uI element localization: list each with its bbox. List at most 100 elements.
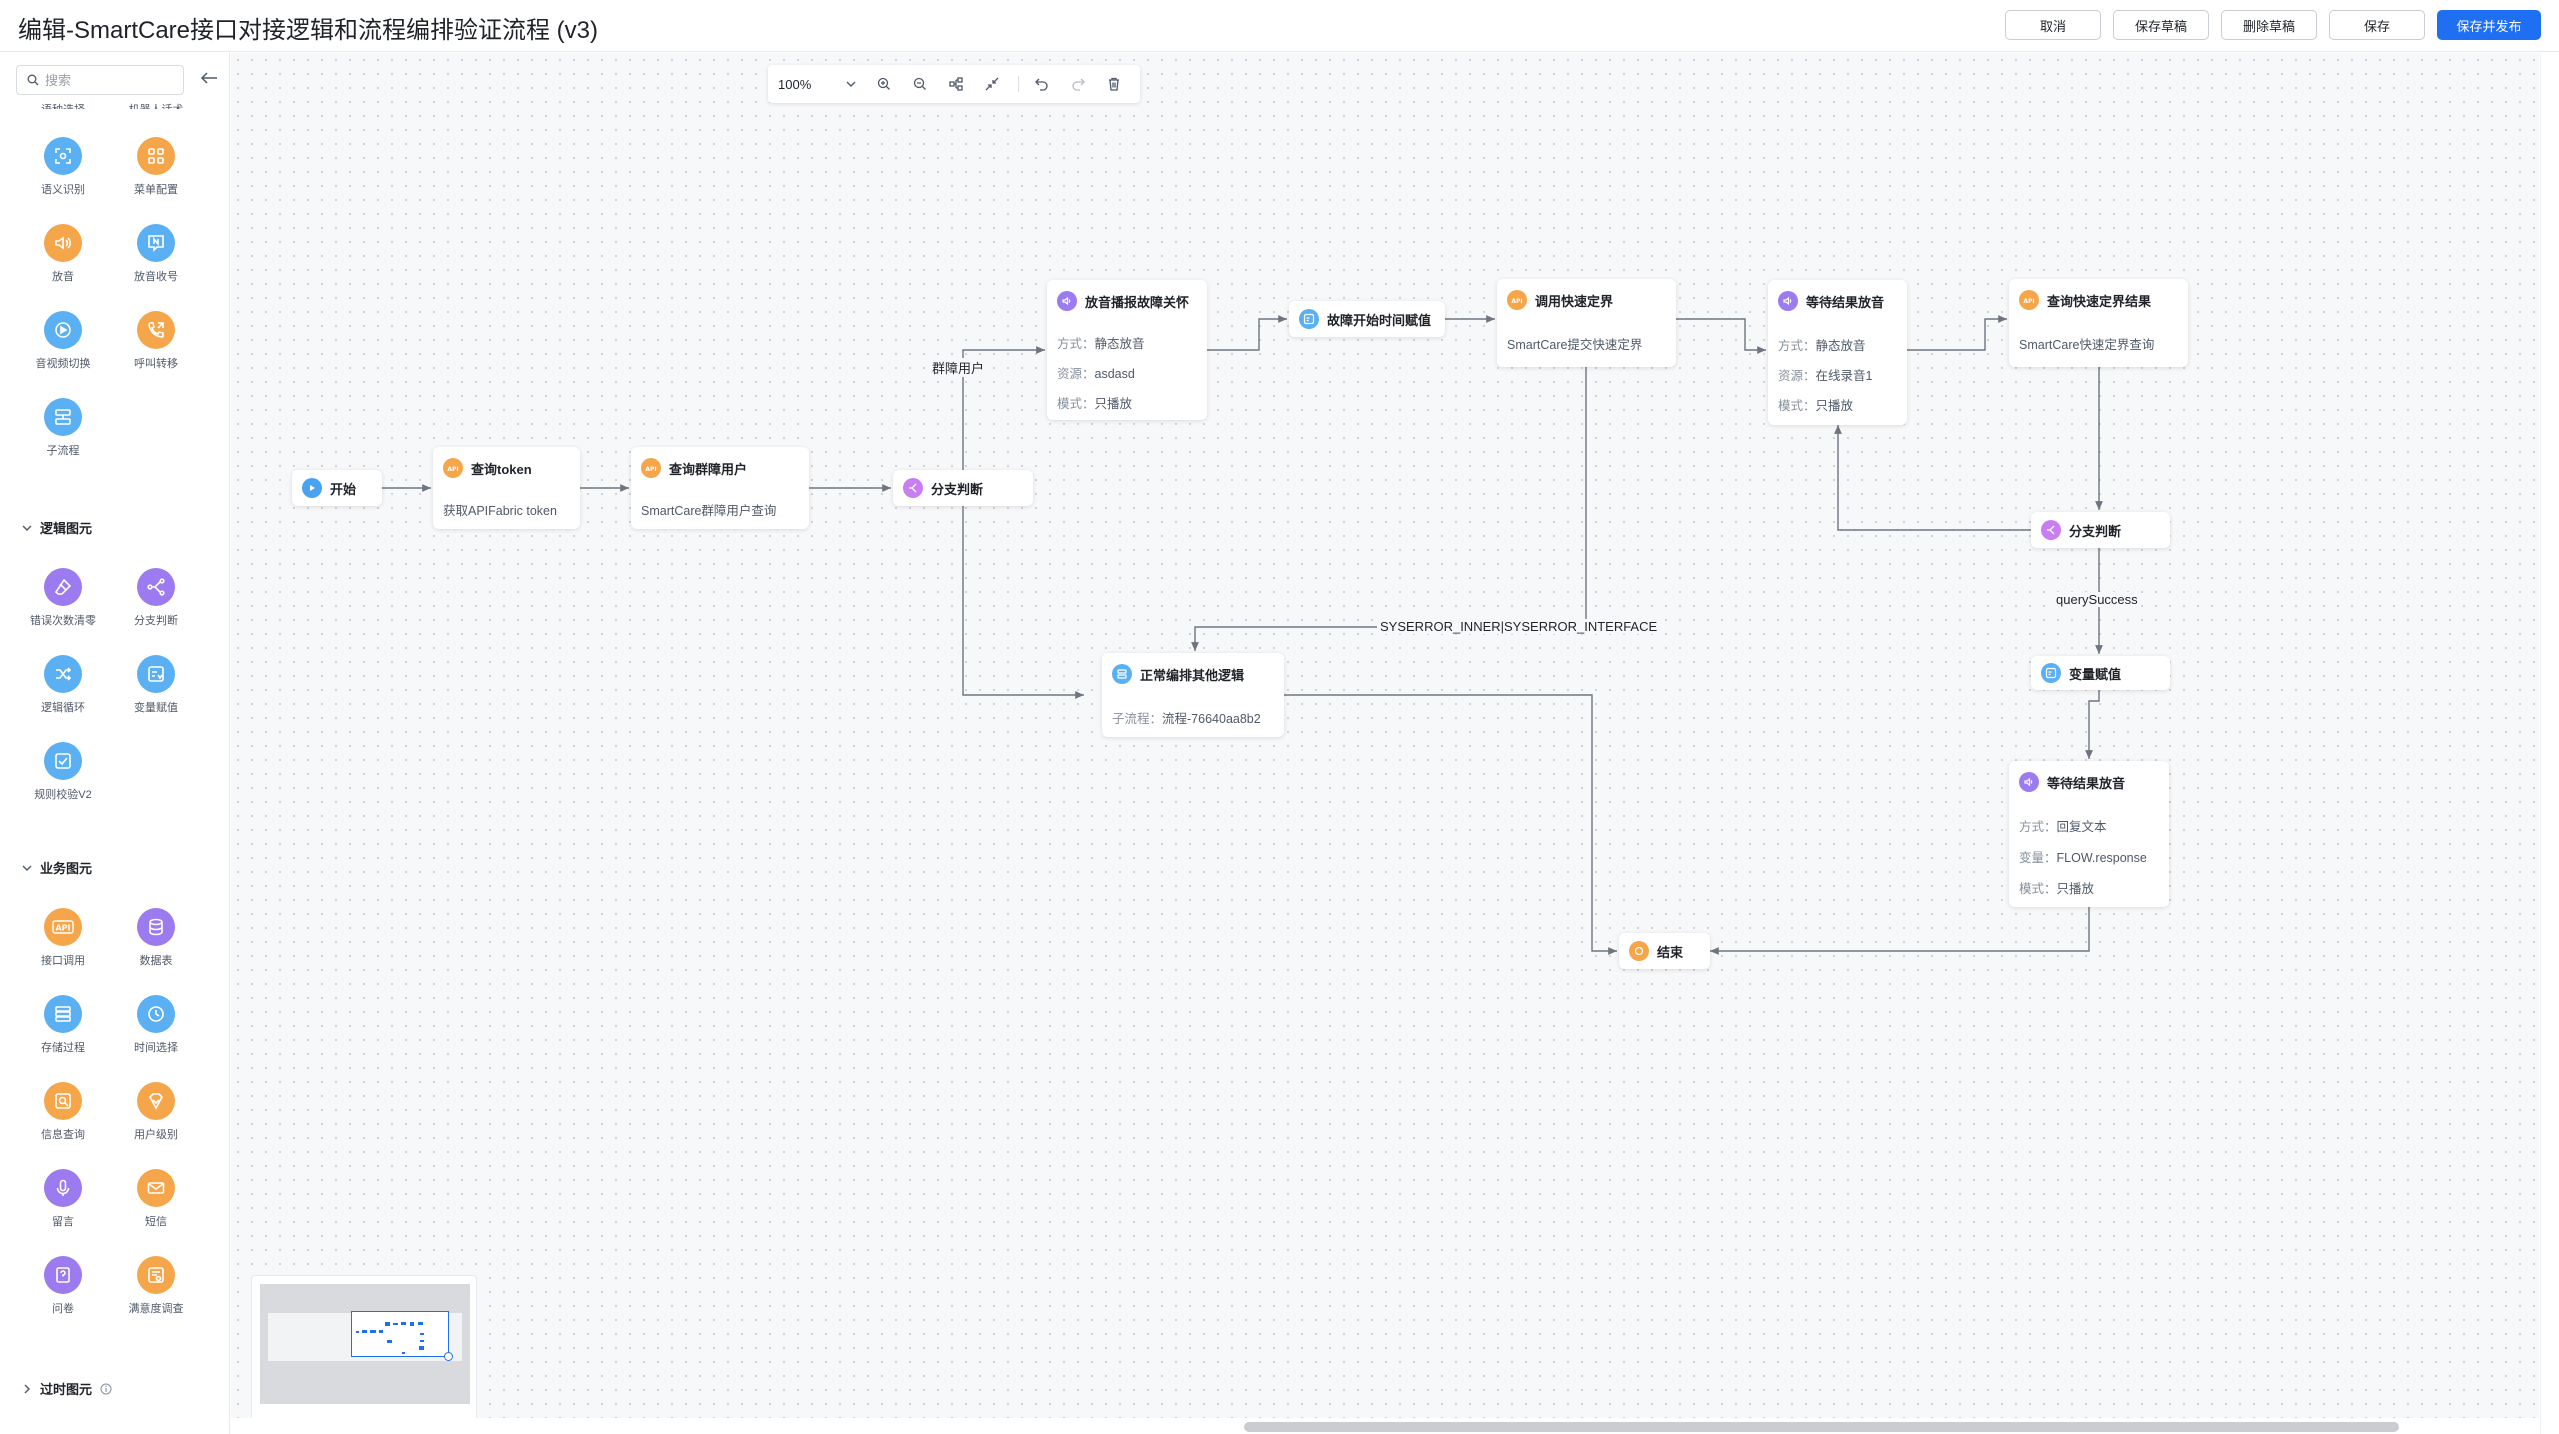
node-play-fault-care[interactable]: 放音播报故障关怀 方式：静态放音 资源：asdasd 模式：只播放	[1047, 280, 1207, 420]
svg-text:API: API	[2023, 298, 2034, 305]
assign-icon	[1299, 309, 1319, 329]
api-icon: API	[44, 908, 82, 946]
chevron-right-icon	[24, 1384, 30, 1393]
cancel-button[interactable]: 取消	[2005, 10, 2101, 40]
field-value: 静态放音	[1815, 339, 1866, 353]
palette-item-rule-check[interactable]: 规则校验V2	[18, 742, 108, 802]
edge-call-locate-to-wait1	[1676, 318, 1766, 354]
info-query-icon	[44, 1082, 82, 1120]
zoom-in-button[interactable]	[874, 74, 894, 94]
palette-item-av-switch[interactable]: 音视频切换	[18, 311, 108, 371]
node-query-token[interactable]: API 查询token 获取APIFabric token	[433, 447, 580, 529]
save-publish-button[interactable]: 保存并发布	[2437, 10, 2541, 40]
api-icon: API	[443, 458, 463, 478]
questionnaire-icon	[44, 1256, 82, 1294]
node-branch-2[interactable]: 分支判断	[2031, 512, 2170, 548]
palette-item-user-level[interactable]: 用户级别	[111, 1082, 201, 1142]
node-query-locate-result[interactable]: API 查询快速定界结果 SmartCare快速定界查询	[2009, 279, 2188, 367]
edge-assign-var-to-wait2	[2085, 690, 2100, 759]
save-button[interactable]: 保存	[2329, 10, 2425, 40]
node-query-group-user[interactable]: API 查询群障用户 SmartCare群障用户查询	[631, 447, 809, 529]
palette-item-label: 分支判断	[134, 615, 178, 627]
palette-item-variable-assign[interactable]: 变量赋值	[111, 655, 201, 715]
mail-icon	[137, 1169, 175, 1207]
delete-draft-button[interactable]: 删除草稿	[2221, 10, 2317, 40]
section-title: 过时图元	[40, 1382, 93, 1397]
node-end[interactable]: 结束	[1619, 933, 1710, 969]
fit-view-button[interactable]	[982, 74, 1002, 94]
vertical-scrollbar[interactable]	[2540, 53, 2559, 1434]
palette-item-label: 数据表	[139, 955, 173, 967]
stop-icon	[1629, 941, 1649, 961]
node-title: 等待结果放音	[1806, 294, 1885, 310]
branch-icon	[2041, 520, 2061, 540]
palette-item-voicemail[interactable]: 留言	[18, 1169, 108, 1229]
node-call-quick-locate[interactable]: API 调用快速定界 SmartCare提交快速定界	[1497, 279, 1676, 367]
undo-button[interactable]	[1032, 74, 1052, 94]
section-business-elements[interactable]: 业务图元	[22, 858, 92, 877]
palette-item-label: 呼叫转移	[134, 358, 178, 370]
palette-item-api-call[interactable]: API 接口调用	[18, 908, 108, 968]
save-draft-button[interactable]: 保存草稿	[2113, 10, 2209, 40]
palette-item-error-reset[interactable]: 错误次数清零	[18, 568, 108, 628]
palette-item-label: 留言	[52, 1216, 74, 1228]
minimap-nodes	[356, 1322, 424, 1354]
palette-item-stored-procedure[interactable]: 存储过程	[18, 995, 108, 1055]
minimap[interactable]	[251, 1275, 477, 1425]
horizontal-scrollbar-thumb[interactable]	[1244, 1422, 2399, 1432]
palette-item-sms[interactable]: 短信	[111, 1169, 201, 1229]
node-branch-1[interactable]: 分支判断	[893, 470, 1033, 506]
node-assign-variable[interactable]: 变量赋值	[2031, 656, 2170, 690]
minimap-resize-handle[interactable]	[444, 1352, 453, 1361]
section-title: 业务图元	[40, 861, 93, 876]
palette-item-info-query[interactable]: 信息查询	[18, 1082, 108, 1142]
field-key: 模式：	[1057, 397, 1095, 411]
node-title: 分支判断	[2069, 523, 2122, 539]
palette-item-branch[interactable]: 分支判断	[111, 568, 201, 628]
chevron-down-icon	[22, 525, 32, 531]
section-obsolete-elements[interactable]: 过时图元	[22, 1379, 112, 1398]
zoom-out-button[interactable]	[910, 74, 930, 94]
zoom-in-icon	[877, 77, 890, 90]
palette-item-menu-config[interactable]: 菜单配置	[111, 137, 201, 197]
chevron-down-icon	[22, 865, 32, 871]
node-wait-play-1[interactable]: 等待结果放音 方式：静态放音 资源：在线录音1 模式：只播放	[1768, 280, 1907, 425]
minimap-viewport[interactable]	[351, 1311, 449, 1357]
node-normal-logic[interactable]: 正常编排其他逻辑 子流程：流程-76640aa8b2	[1102, 653, 1284, 737]
delete-button[interactable]	[1104, 74, 1124, 94]
redo-button[interactable]	[1068, 74, 1088, 94]
palette-item-satisfaction-survey[interactable]: 满意度调查	[111, 1256, 201, 1316]
palette-item-semantic-recognition[interactable]: 语义识别	[18, 137, 108, 197]
field-value: 流程-76640aa8b2	[1162, 712, 1261, 726]
speaker-icon	[44, 224, 82, 262]
arrow-left-icon	[200, 72, 217, 84]
palette-item-questionnaire[interactable]: 问卷	[18, 1256, 108, 1316]
palette-item-time-select[interactable]: 时间选择	[111, 995, 201, 1055]
section-logic-elements[interactable]: 逻辑图元	[22, 518, 92, 537]
chevron-down-icon	[846, 81, 856, 87]
collapse-sidebar-button[interactable]	[198, 67, 220, 89]
node-start[interactable]: 开始	[292, 470, 382, 506]
palette-item-logic-loop[interactable]: 逻辑循环	[18, 655, 108, 715]
palette-item-subflow[interactable]: 子流程	[18, 398, 108, 458]
auto-layout-button[interactable]	[946, 74, 966, 94]
horizontal-scrollbar[interactable]	[231, 1418, 2539, 1434]
palette-item-play-audio[interactable]: 放音	[18, 224, 108, 284]
search-box[interactable]	[16, 65, 184, 95]
field-key: 子流程：	[1112, 712, 1163, 726]
semantic-recognition-icon	[44, 137, 82, 175]
node-assign-fault-time[interactable]: 故障开始时间赋值	[1289, 301, 1445, 337]
assign-icon	[137, 655, 175, 693]
toolbar-divider	[1018, 76, 1019, 92]
palette-item-call-transfer[interactable]: 呼叫转移	[111, 311, 201, 371]
palette-item-label: 菜单配置	[134, 184, 178, 196]
node-title: 等待结果放音	[2047, 775, 2126, 791]
zoom-select[interactable]: 100%	[778, 74, 856, 94]
search-input[interactable]	[45, 72, 175, 88]
node-title: 放音播报故障关怀	[1085, 294, 1190, 310]
palette-item-data-table[interactable]: 数据表	[111, 908, 201, 968]
node-wait-play-2[interactable]: 等待结果放音 方式：回复文本 变量：FLOW.response 模式：只播放	[2009, 761, 2169, 907]
flow-canvas[interactable]: 群障用户 SYSERROR_INNER|SYSERROR_INTERFACE q…	[231, 53, 2539, 1434]
field-value: 只播放	[1815, 399, 1854, 413]
palette-item-collect-digits[interactable]: 放音收号	[111, 224, 201, 284]
